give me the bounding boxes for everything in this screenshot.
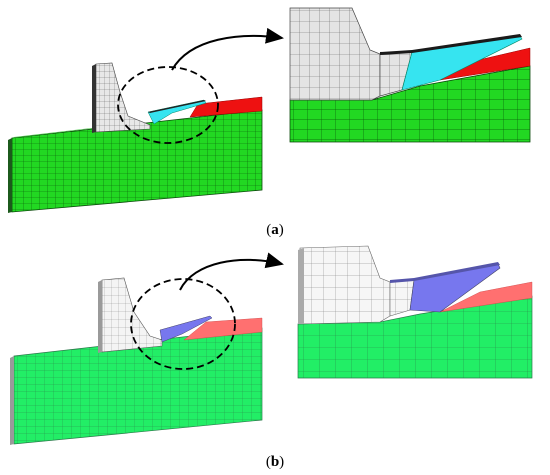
dam-side-a bbox=[92, 64, 96, 133]
caption-a-open: ( bbox=[266, 222, 272, 238]
dam-side-b bbox=[98, 280, 102, 353]
caption-b-open: ( bbox=[265, 454, 271, 470]
caption-a-close: ) bbox=[278, 222, 284, 238]
panel-b-overview bbox=[10, 252, 284, 445]
zoom-dam-body-b bbox=[299, 245, 391, 325]
zoom-dam-side-b bbox=[298, 248, 304, 324]
panel-b-zoom bbox=[297, 245, 533, 379]
face-slab-b bbox=[159, 315, 213, 343]
zoom-fill-region-b bbox=[439, 281, 533, 313]
foundation-side-a bbox=[8, 138, 12, 213]
panel-a-zoom bbox=[289, 7, 531, 143]
caption-a: (a) bbox=[255, 222, 295, 239]
caption-a-letter: a bbox=[271, 222, 279, 238]
zoom-arrow-b bbox=[179, 252, 284, 291]
caption-b-letter: b bbox=[270, 454, 280, 470]
slab-top-a bbox=[148, 100, 206, 113]
zoom-plinth-b bbox=[389, 279, 415, 317]
foundation-top-a bbox=[12, 127, 100, 138]
zoom-arrow-a bbox=[171, 27, 284, 71]
dam-body-a bbox=[95, 62, 151, 133]
dam-body-b bbox=[101, 277, 163, 353]
zoom-dam-body-a bbox=[289, 7, 381, 101]
zoom-slab-top-a bbox=[380, 34, 522, 55]
zoom-slab-top-b bbox=[390, 262, 500, 283]
caption-b: (b) bbox=[255, 454, 295, 471]
zoom-ellipse-a bbox=[117, 66, 219, 144]
fill-region-b bbox=[183, 317, 263, 341]
foundation-side-b bbox=[10, 356, 14, 445]
zoom-ellipse-b bbox=[130, 278, 236, 370]
caption-b-close: ) bbox=[279, 454, 285, 470]
panel-a-overview bbox=[8, 27, 284, 213]
fill-region-a bbox=[189, 96, 263, 118]
